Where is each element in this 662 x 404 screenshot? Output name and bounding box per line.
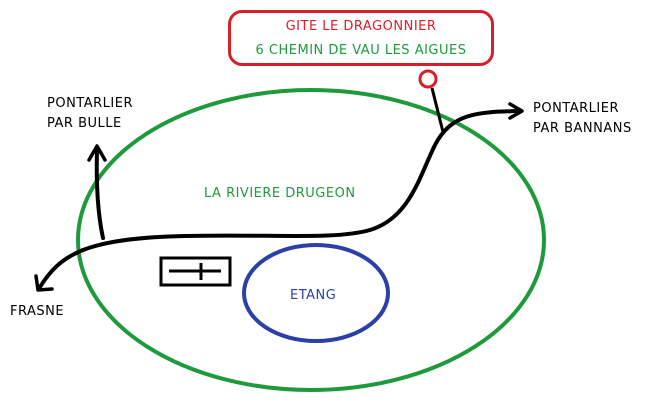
label-pontarlier-bannans-line1: PONTARLIER [533,101,619,116]
gite-pin-line [430,87,445,133]
label-pontarlier-bulle-line1: PONTARLIER [47,96,133,111]
gite-callout: GITE LE DRAGONNIER 6 CHEMIN DE VAU LES A… [228,10,494,66]
road-main [38,109,522,289]
pond-ellipse [242,243,390,343]
label-pontarlier-bulle: PONTARLIER PAR BULLE [47,94,133,134]
label-pontarlier-bannans: PONTARLIER PAR BANNANS [533,99,632,139]
label-river: LA RIVIERE DRUGEON [204,186,356,201]
label-pontarlier-bulle-line2: PAR BULLE [47,116,122,131]
arrow-head-frasne [34,274,54,292]
label-frasne: FRASNE [10,304,65,319]
gite-pin-marker [418,69,438,89]
river-ellipse [76,88,546,392]
road-branch-bulle [94,148,105,240]
label-pond: ETANG [290,288,337,303]
gite-name: GITE LE DRAGONNIER [285,19,437,34]
label-pontarlier-bannans-line2: PAR BANNANS [533,121,632,136]
arrow-head-bulle [87,144,107,162]
box-symbol [159,256,232,287]
arrow-head-bannans [508,102,524,120]
gite-address: 6 CHEMIN DE VAU LES AIGUES [255,43,467,58]
